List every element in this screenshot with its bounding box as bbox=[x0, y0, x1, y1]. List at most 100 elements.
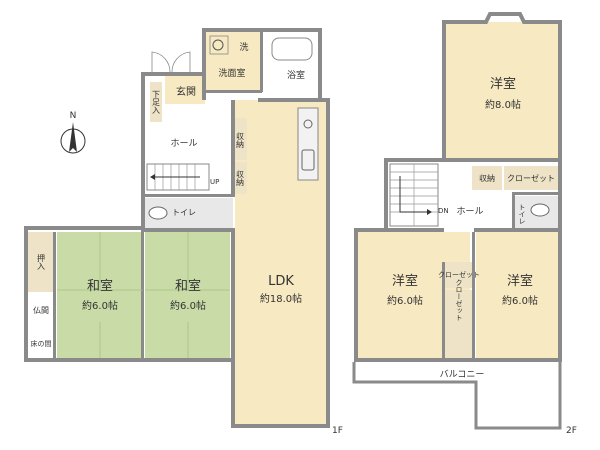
tatami-lines-right bbox=[145, 232, 230, 358]
oshiire-label: 押入 bbox=[37, 253, 46, 270]
wall-2f-right-room-top bbox=[474, 228, 562, 232]
stair-up-label: UP bbox=[210, 178, 219, 186]
wall-2f-hall-top bbox=[384, 158, 446, 162]
washitsu-right-name: 和室 bbox=[175, 278, 201, 294]
wall-1f-left bbox=[24, 226, 28, 362]
wall-2f-room-divider bbox=[472, 232, 475, 360]
wall-1f-left-ldk bbox=[231, 228, 235, 428]
entrance-door-2-icon bbox=[171, 51, 191, 73]
yoshitsu-top-floor bbox=[446, 22, 558, 158]
toilet-2f-icon bbox=[530, 203, 550, 217]
bay-window bbox=[442, 12, 562, 24]
closet-vertical-2f bbox=[444, 290, 474, 358]
kitchen-counter-icon bbox=[297, 107, 319, 181]
washroom-label: 洗面室 bbox=[218, 67, 245, 79]
stair-down-arrow-icon bbox=[399, 176, 430, 213]
storage-1f-a bbox=[233, 118, 247, 160]
wall-2f-toilet-top bbox=[512, 192, 560, 195]
first-floor: LDK 約18.0帖 和室 約6.0帖 和室 約6.0帖 玄関 下足入 ホール … bbox=[24, 28, 343, 436]
second-floor: 洋室 約8.0帖 洋室 約6.0帖 洋室 約6.0帖 ホール 収納 クローゼット… bbox=[352, 12, 577, 436]
yoshitsu-right-name: 洋室 bbox=[507, 273, 533, 289]
compass-needle-icon bbox=[69, 122, 77, 152]
yoshitsu-top-size: 約8.0帖 bbox=[485, 98, 521, 111]
stove-icon bbox=[303, 119, 313, 129]
balcony-floor bbox=[354, 362, 560, 382]
bathroom-label: 浴室 bbox=[287, 69, 305, 81]
wall-1f-bath-divider bbox=[260, 32, 263, 92]
washer-label: 洗 bbox=[239, 41, 248, 53]
bathtub-icon bbox=[271, 37, 313, 61]
washitsu-left-size: 約6.0帖 bbox=[82, 299, 118, 312]
washer-box-icon bbox=[209, 35, 229, 55]
wall-2f-toilet-left bbox=[512, 194, 515, 230]
butsuma-label: 仏間 bbox=[33, 306, 49, 315]
wall-2f-top-left bbox=[442, 20, 446, 162]
stairs-1f bbox=[146, 163, 210, 191]
storage-1f-b-label: 収納 bbox=[236, 169, 245, 187]
wall-1f-washroom-left bbox=[202, 28, 206, 100]
wall-2f-left bbox=[354, 228, 358, 362]
compass-north-label: N bbox=[70, 111, 77, 121]
stairs-2f bbox=[389, 163, 439, 227]
closet-vertical-2f-label: クローゼット bbox=[455, 279, 463, 321]
wall-2f-rooms-top bbox=[354, 228, 444, 232]
washroom-floor bbox=[206, 32, 262, 90]
floor-label-1f: 1F bbox=[332, 426, 343, 436]
ldk-name: LDK bbox=[268, 274, 294, 289]
toilet-2f-label: トイレ bbox=[518, 204, 526, 225]
wall-2f-stair-left bbox=[384, 158, 388, 230]
tokonoma-label: 床の間 bbox=[31, 339, 52, 348]
storage-1f-b bbox=[233, 162, 247, 194]
wall-1f-toilet-top bbox=[145, 194, 235, 197]
floor-label-2f: 2F bbox=[566, 426, 577, 436]
butsuma-floor bbox=[28, 296, 54, 324]
kitchen-sink-icon bbox=[301, 149, 315, 171]
yoshitsu-left-name: 洋室 bbox=[392, 273, 418, 289]
balcony-outline bbox=[352, 362, 562, 430]
washitsu-left-name: 和室 bbox=[87, 278, 113, 294]
entrance-floor bbox=[165, 76, 205, 104]
shoe-cabinet bbox=[150, 82, 162, 122]
wall-1f-right-ldk bbox=[326, 98, 330, 428]
entrance-door-icon bbox=[151, 51, 171, 73]
wall-1f-hall-left bbox=[141, 72, 145, 228]
toilet-1f-label: トイレ bbox=[172, 208, 196, 217]
wall-1f-top-washitsu-2 bbox=[141, 228, 235, 232]
hall-2f-label: ホール bbox=[456, 206, 483, 217]
wall-2f-upper-room-bottom bbox=[446, 158, 558, 162]
entrance-label: 玄関 bbox=[176, 85, 196, 98]
wall-1f-oshiire-divider bbox=[53, 232, 56, 358]
wall-1f-top-washitsu bbox=[24, 226, 145, 230]
washer-icon bbox=[212, 39, 224, 51]
wall-1f-bottom-ldk bbox=[231, 424, 330, 428]
oshiire-floor bbox=[28, 232, 54, 292]
wall-1f-bottom-washitsu bbox=[24, 358, 235, 362]
storage-1f-a-label: 収納 bbox=[236, 131, 245, 149]
closet-mid-2f-label: クローゼット bbox=[438, 270, 480, 279]
wall-1f-ldk-left-upper bbox=[231, 100, 235, 196]
wall-2f-bottom bbox=[354, 358, 562, 362]
ldk-size: 約18.0帖 bbox=[260, 292, 302, 305]
washitsu-right-tatami bbox=[145, 232, 230, 358]
wall-1f-entrance-top bbox=[141, 72, 206, 76]
yoshitsu-right-size: 約6.0帖 bbox=[502, 294, 538, 307]
compass: N bbox=[60, 111, 86, 154]
toilet-1f-icon bbox=[148, 206, 168, 220]
wall-1f-washroom-bottom bbox=[206, 90, 262, 93]
balcony-label: バルコニー bbox=[440, 369, 485, 380]
yoshitsu-top-name: 洋室 bbox=[490, 76, 516, 92]
tatami-lines-left bbox=[57, 232, 143, 358]
stair-down-label: DN bbox=[438, 207, 449, 215]
yoshitsu-right-floor bbox=[476, 232, 560, 360]
yoshitsu-left-size: 約6.0帖 bbox=[387, 294, 423, 307]
hall-1f-label: ホール bbox=[170, 138, 197, 149]
washitsu-right-size: 約6.0帖 bbox=[170, 299, 206, 312]
wall-2f-top-right bbox=[558, 20, 562, 362]
wall-1f-top-bath bbox=[202, 28, 322, 32]
closet-top-2f-label: クローゼット bbox=[507, 173, 555, 183]
closet-top-2f bbox=[504, 166, 558, 190]
storage-2f bbox=[472, 166, 502, 190]
shoe-cabinet-label: 下足入 bbox=[152, 90, 161, 114]
wall-1f-washitsu-divider bbox=[141, 232, 144, 358]
closet-mid-2f bbox=[444, 262, 474, 288]
